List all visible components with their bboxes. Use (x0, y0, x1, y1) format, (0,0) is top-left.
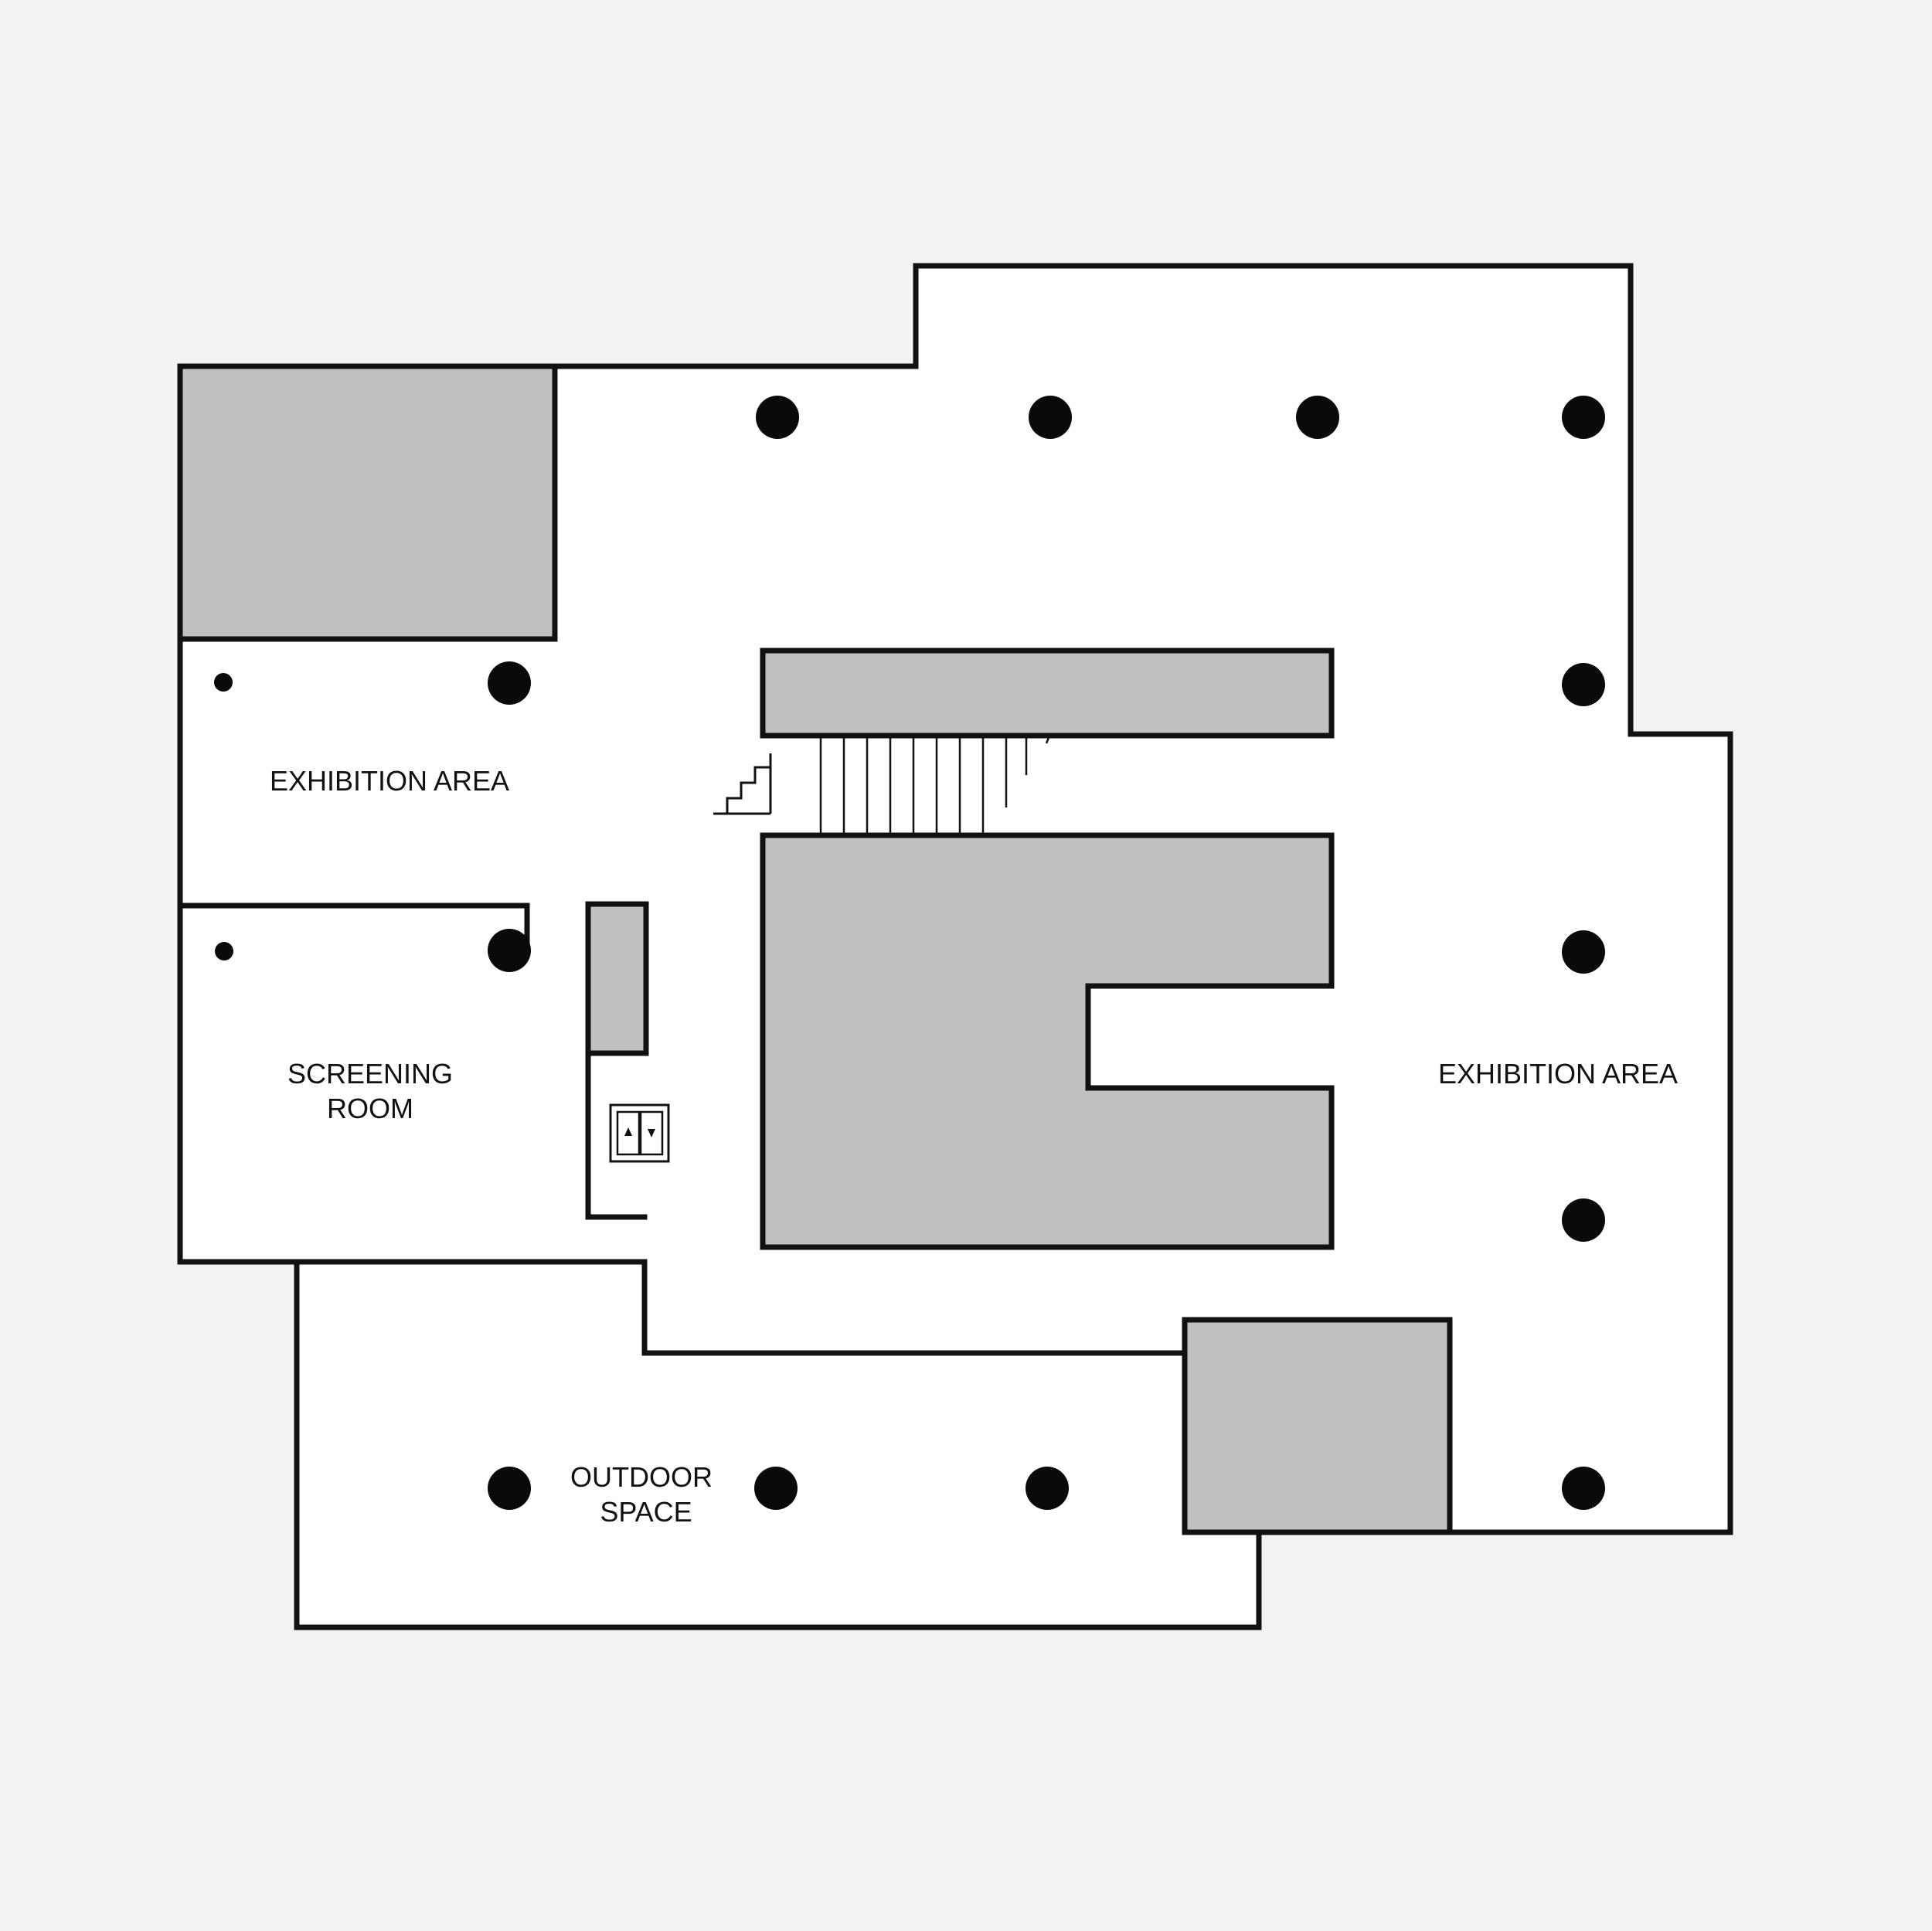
core-stair-top (760, 648, 1335, 739)
column-small (215, 942, 233, 960)
column (488, 1467, 531, 1510)
core-shaft (585, 901, 649, 1056)
label-screening-room-line2: ROOM (327, 1093, 413, 1124)
label-outdoor-space-line1: OUTDOOR (570, 1461, 713, 1493)
elevator-icon (609, 1103, 670, 1163)
interior-walls (177, 903, 648, 1220)
label-outdoor-space-line2: SPACE (600, 1496, 692, 1528)
columns (214, 396, 1605, 1510)
service-cores (177, 363, 1453, 1535)
column (1562, 663, 1605, 706)
column (488, 929, 531, 972)
column (754, 1467, 798, 1510)
wall-elevator-lobby (585, 1050, 648, 1220)
elevator-down-arrow (648, 1129, 655, 1137)
column (1296, 396, 1339, 439)
core-central (760, 832, 1335, 1250)
stair-treads (819, 735, 1051, 835)
stairs-icon (713, 753, 772, 815)
column (1562, 1198, 1605, 1242)
wall-screening-room-top (177, 903, 530, 955)
core-northwest (177, 363, 558, 642)
label-screening-room-line1: SCREENING (287, 1058, 453, 1090)
core-southeast (1182, 1317, 1453, 1535)
column-small (214, 673, 233, 692)
room-labels: EXHIBITION AREA SCREENING ROOM EXHIBITIO… (270, 765, 1678, 1528)
label-exhibition-area-east: EXHIBITION AREA (1438, 1058, 1678, 1090)
column (1562, 396, 1605, 439)
column (1562, 930, 1605, 974)
label-exhibition-area-west: EXHIBITION AREA (270, 765, 509, 797)
column (1026, 1467, 1069, 1510)
column (1029, 396, 1072, 439)
column (488, 661, 531, 705)
elevator-up-arrow (624, 1127, 632, 1136)
column (1562, 1467, 1605, 1510)
column (756, 396, 799, 439)
